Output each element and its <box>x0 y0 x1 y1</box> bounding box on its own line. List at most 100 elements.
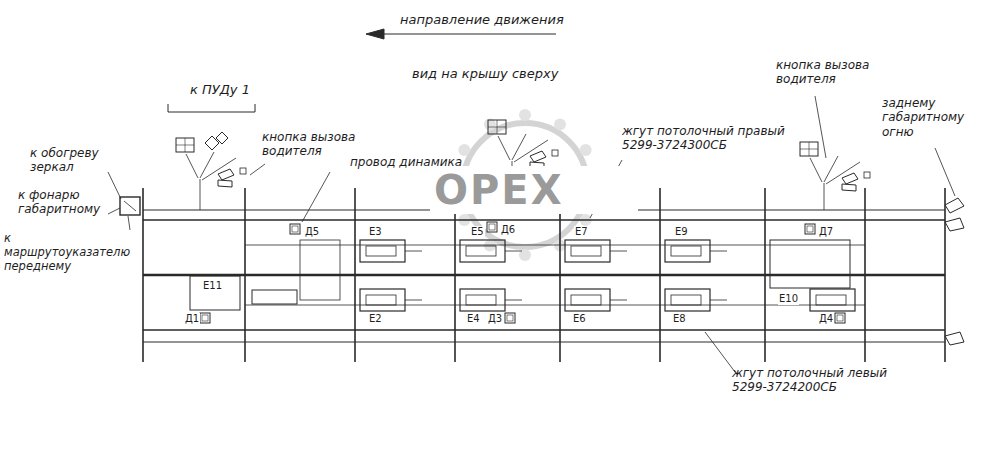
leader-line <box>250 164 265 175</box>
button-grid <box>185 138 186 152</box>
lamp-outline <box>360 240 405 262</box>
button-wire <box>824 183 825 210</box>
lamp-body <box>816 295 846 305</box>
lamp-row-line <box>245 305 865 306</box>
button-wire <box>202 158 236 180</box>
callout-number: Д3 <box>487 313 503 325</box>
callout-number: Д1 <box>184 313 200 325</box>
connector-symbol <box>835 313 845 323</box>
button-wire <box>514 140 548 162</box>
connector-symbol <box>290 224 300 234</box>
lamp-wire <box>405 300 422 301</box>
callout-number: E8 <box>672 313 687 325</box>
plug-symbol <box>530 151 546 162</box>
lamp-wire <box>710 251 727 252</box>
lamp-outline <box>665 289 710 311</box>
lamp-body <box>366 295 396 305</box>
lamp-body <box>366 246 396 256</box>
lamp-wire <box>610 300 627 301</box>
connector-pin <box>489 224 495 230</box>
connector-symbol <box>487 222 497 232</box>
callout-number: E2 <box>368 313 383 325</box>
lamp-wire <box>505 300 522 301</box>
callout-number: Д6 <box>500 224 516 236</box>
harness-left <box>143 329 945 331</box>
button-block <box>800 142 818 156</box>
annotation: к маршрутоуказателю переднему <box>4 232 116 273</box>
center-line <box>143 274 945 276</box>
lamp-row-line <box>245 245 865 246</box>
button-wire <box>498 136 510 160</box>
lamp-outline <box>565 240 610 262</box>
button-wire <box>512 134 526 160</box>
leader-line <box>108 208 120 214</box>
annotation: жгут потолочный левый 5299-3724200СБ <box>732 366 912 395</box>
leader-line <box>108 172 121 199</box>
annotation: заднему габаритному огню <box>882 96 982 139</box>
button-diamond <box>205 136 219 150</box>
lamp-outline <box>565 289 610 311</box>
plug-symbol <box>218 180 232 187</box>
connector-pin <box>292 226 298 232</box>
lamp-body <box>466 295 496 305</box>
rear-plug <box>945 332 964 345</box>
callout-number: E10 <box>778 293 799 305</box>
button-wire <box>186 154 198 178</box>
connector-symbol <box>805 224 815 234</box>
arrow-head <box>366 29 384 39</box>
lamp-wire <box>610 251 627 252</box>
annotation: направление движения <box>400 12 600 28</box>
watermark-tooth <box>458 144 470 156</box>
lamp-body <box>671 246 701 256</box>
leader-line <box>128 216 130 230</box>
callout-number: Д4 <box>818 313 834 325</box>
button-diamond <box>216 132 228 144</box>
button-symbol <box>240 168 246 174</box>
annotation: кнопка вызова водителя <box>776 58 891 87</box>
connector-symbol <box>200 313 210 323</box>
callout-number: E11 <box>202 280 223 292</box>
watermark: OPEX <box>430 166 638 214</box>
lamp-body <box>571 246 601 256</box>
button-grid <box>809 142 810 156</box>
button-wire <box>200 179 201 210</box>
lamp-wire <box>710 300 727 301</box>
button-symbol <box>864 172 870 178</box>
callout-number: E7 <box>574 226 589 238</box>
leader-line <box>302 172 330 222</box>
bay-outline <box>300 240 340 300</box>
front-connector-mark <box>124 201 136 211</box>
connector-pin <box>837 315 843 321</box>
lamp-outline <box>460 240 505 262</box>
button-wire <box>810 158 822 182</box>
button-block <box>488 120 506 134</box>
callout-number: Д7 <box>818 226 834 238</box>
button-wire <box>200 152 214 178</box>
connector-symbol <box>505 313 515 323</box>
leader-line <box>815 96 826 158</box>
lamp-outline <box>360 289 405 311</box>
lamp-body <box>466 246 496 256</box>
watermark-tooth <box>519 109 531 121</box>
annotation: к обогреву зеркал <box>30 146 120 175</box>
direction-line <box>372 33 556 34</box>
callout-number: E4 <box>466 313 481 325</box>
connector-pin <box>807 226 813 232</box>
leader-line <box>705 332 735 372</box>
leader-line <box>935 148 955 196</box>
plug-symbol <box>842 173 858 184</box>
callout-number: E5 <box>470 226 485 238</box>
view-title: вид на крышу сверху <box>412 66 558 82</box>
callout-number: E3 <box>368 226 383 238</box>
bracket <box>168 104 255 112</box>
bay-outline <box>770 240 850 288</box>
plug-symbol <box>842 184 856 191</box>
annotation: к фонарю габаритному <box>18 188 118 217</box>
lamp-body <box>671 295 701 305</box>
callout-number: Д5 <box>304 226 320 238</box>
front-connector <box>120 197 140 215</box>
rear-plug <box>945 198 964 213</box>
watermark-tooth <box>580 144 592 156</box>
lamp-outline <box>665 240 710 262</box>
